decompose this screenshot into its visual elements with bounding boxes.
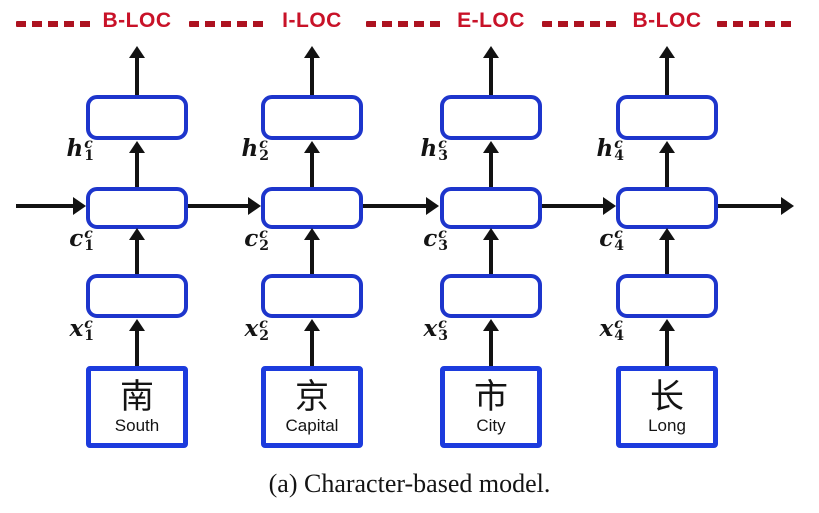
up-arrow — [304, 141, 320, 187]
right-arrow — [542, 197, 616, 215]
character-translation: Long — [648, 416, 686, 435]
chinese-character: 南 — [120, 378, 154, 416]
math-var: x — [69, 315, 84, 342]
right-arrow — [363, 197, 439, 215]
right-arrow — [188, 197, 261, 215]
dashed-line-segment — [16, 21, 94, 27]
tag-label: B-LOC — [102, 9, 172, 32]
up-arrow — [483, 228, 499, 274]
right-arrow — [16, 197, 86, 215]
dashed-line-segment — [366, 21, 441, 27]
embedding-box — [86, 274, 188, 318]
hidden-state-box — [261, 95, 363, 140]
character-translation: City — [476, 416, 506, 435]
up-arrow — [659, 228, 675, 274]
dashed-line-segment — [542, 21, 618, 27]
up-arrow — [483, 319, 499, 366]
up-arrow — [304, 319, 320, 366]
hidden-state-box — [440, 95, 542, 140]
up-arrow — [304, 46, 320, 95]
up-arrow — [129, 46, 145, 95]
lstm-cell-box — [86, 187, 188, 229]
up-arrow — [129, 228, 145, 274]
embedding-box — [440, 274, 542, 318]
hidden-state-box — [616, 95, 718, 140]
up-arrow — [659, 141, 675, 187]
math-var: h — [596, 135, 614, 162]
dashed-line-segment — [189, 21, 266, 27]
character-input-box: 长 Long — [616, 366, 718, 448]
character-input-box: 京 Capital — [261, 366, 363, 448]
math-var: c — [244, 225, 259, 252]
up-arrow — [659, 319, 675, 366]
math-var: c — [599, 225, 614, 252]
up-arrow — [483, 46, 499, 95]
up-arrow — [129, 141, 145, 187]
up-arrow — [483, 141, 499, 187]
hidden-state-box — [86, 95, 188, 140]
math-var: h — [66, 135, 84, 162]
math-var: h — [420, 135, 438, 162]
lstm-cell-box — [440, 187, 542, 229]
character-translation: Capital — [285, 416, 339, 435]
figure-caption: (a) Character-based model. — [268, 469, 551, 498]
up-arrow — [304, 228, 320, 274]
tag-label: I-LOC — [282, 9, 342, 32]
math-var: x — [599, 315, 614, 342]
character-translation: South — [114, 416, 160, 435]
chinese-character: 长 — [650, 378, 684, 416]
right-arrow — [718, 197, 794, 215]
math-var: c — [69, 225, 84, 252]
up-arrow — [129, 319, 145, 366]
embedding-box — [261, 274, 363, 318]
chinese-character: 市 — [474, 378, 508, 416]
tag-label: E-LOC — [457, 9, 525, 32]
character-input-box: 南 South — [86, 366, 188, 448]
math-var: x — [244, 315, 259, 342]
math-var: x — [423, 315, 438, 342]
chinese-character: 京 — [295, 378, 329, 416]
math-var: c — [423, 225, 438, 252]
tag-label: B-LOC — [632, 9, 702, 32]
math-var: h — [241, 135, 259, 162]
lstm-cell-box — [616, 187, 718, 229]
up-arrow — [659, 46, 675, 95]
embedding-box — [616, 274, 718, 318]
lstm-cell-box — [261, 187, 363, 229]
character-input-box: 市 City — [440, 366, 542, 448]
dashed-line-segment — [717, 21, 792, 27]
